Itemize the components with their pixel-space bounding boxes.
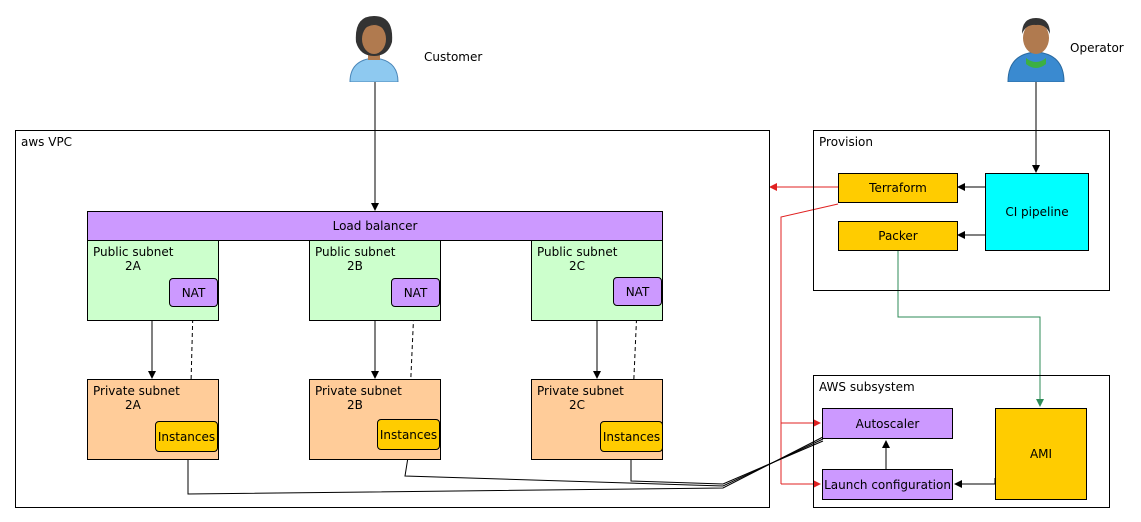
nat-gateway-2a[interactable]: NAT [169,278,218,307]
provision-container [813,130,1110,291]
vpc-title: aws VPC [21,135,73,149]
provision-title: Provision [819,135,874,149]
vpc-container [15,130,770,508]
load-balancer[interactable]: Load balancer [87,211,663,241]
operator-label: Operator [1070,41,1124,55]
instances-2a[interactable]: Instances [155,421,218,452]
operator-person-icon [1007,18,1065,82]
instances-to-nat-arrow-2b [408,307,418,420]
nat-gateway-2c[interactable]: NAT [613,277,662,306]
ci-pipeline-box[interactable]: CI pipeline [985,173,1089,251]
instances-2b[interactable]: Instances [377,419,440,450]
load-balancer-label: Load balancer [332,219,418,233]
instances-to-nat-arrow-2c [631,307,641,422]
aws-subsystem-container [813,375,1110,508]
packer-box[interactable]: Packer [838,221,958,251]
nat-gateway-2b[interactable]: NAT [391,278,440,307]
customer-label: Customer [424,50,483,64]
customer-person-icon [349,16,399,82]
terraform-to-aws-line [780,203,839,484]
aws-subsystem-title: AWS subsystem [819,380,915,394]
instances-to-nat-arrow-2a [188,307,197,422]
terraform-box[interactable]: Terraform [838,173,958,203]
packer-to-ami-arrow [897,251,1044,407]
autoscaler-box[interactable]: Autoscaler [822,408,953,439]
autoscaler-to-instances-2c-arrow [627,440,824,485]
launch-configuration-box[interactable]: Launch configuration [822,469,953,500]
instances-2c[interactable]: Instances [600,421,663,452]
ami-box[interactable]: AMI [995,408,1087,500]
